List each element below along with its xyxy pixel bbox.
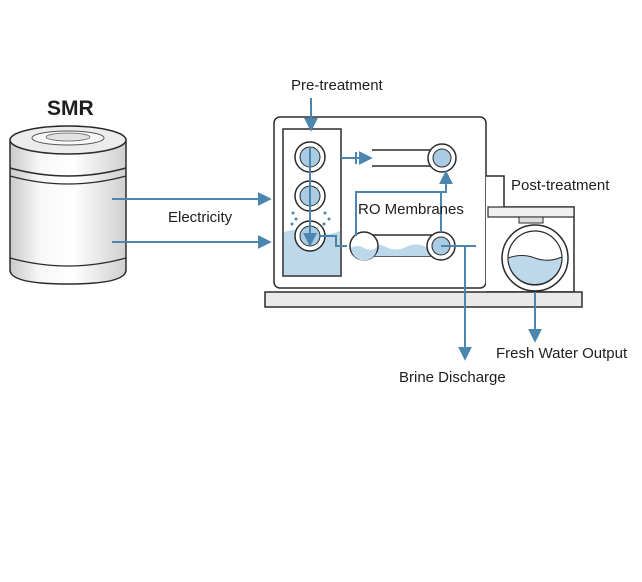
pretreatment-to-ro-line [320, 235, 347, 247]
water-droplets-icon [290, 211, 331, 226]
ro-membrane-upper [372, 143, 457, 173]
posttreatment-label: Post-treatment [511, 177, 610, 194]
brine-discharge-label: Brine Discharge [399, 369, 506, 386]
pretreatment-label: Pre-treatment [291, 77, 383, 94]
ro-membrane-lower [349, 231, 456, 261]
smr-label: SMR [47, 97, 94, 120]
ro-membranes-label: RO Membranes [358, 201, 464, 218]
post-treatment-unit [486, 175, 575, 293]
base-platform [264, 291, 583, 308]
recirculation-line [355, 191, 441, 236]
permeate-return-arrow [439, 170, 453, 232]
fresh-water-output-label: Fresh Water Output [496, 345, 628, 362]
pretreatment-column [282, 128, 342, 277]
smr-reactor [9, 125, 127, 285]
electricity-label: Electricity [168, 209, 233, 226]
